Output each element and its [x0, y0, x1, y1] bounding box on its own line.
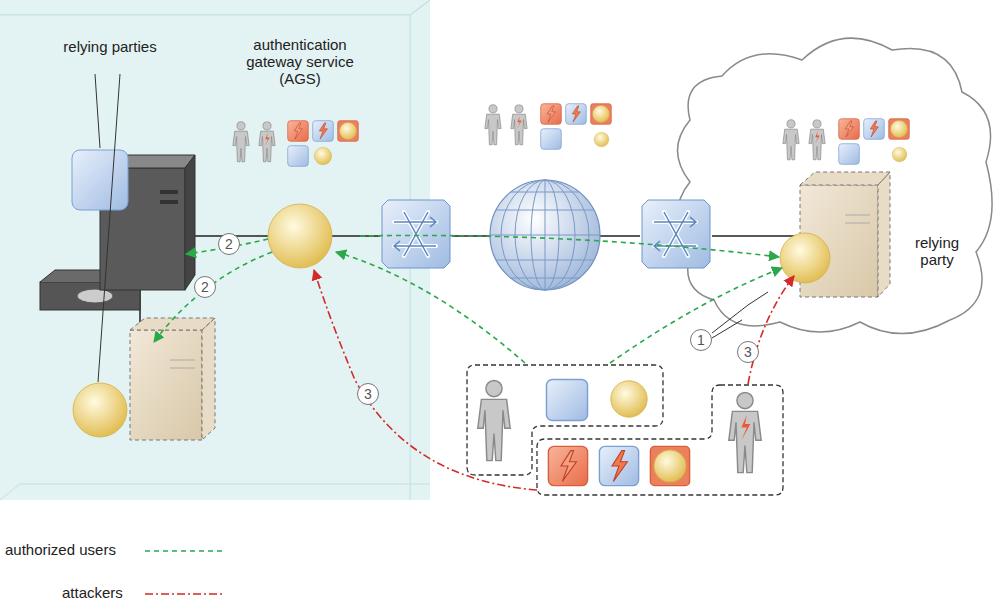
- node-label: authentication gateway service (AGS): [240, 36, 360, 87]
- authorized-connector: [360, 235, 779, 257]
- legend-item: attackers: [0, 584, 240, 601]
- relying-party-circle: relying party: [779, 224, 979, 290]
- callout-number: 2: [218, 233, 240, 255]
- legend-text: attackers: [62, 584, 123, 601]
- legend-text: authorized users: [5, 541, 116, 558]
- legend-item: authorized users: [0, 541, 240, 561]
- legend-line-sample: [145, 541, 230, 561]
- gateway-circle: authentication gateway service (AGS): [240, 36, 360, 270]
- callout-number: 3: [357, 383, 379, 405]
- part-label: relying parties: [60, 38, 160, 55]
- legend-line-sample: [145, 584, 230, 601]
- callout-number: 1: [690, 329, 712, 351]
- node-label: relying party: [897, 234, 977, 268]
- callout-number: 2: [194, 276, 216, 298]
- callout-number: 3: [737, 341, 759, 363]
